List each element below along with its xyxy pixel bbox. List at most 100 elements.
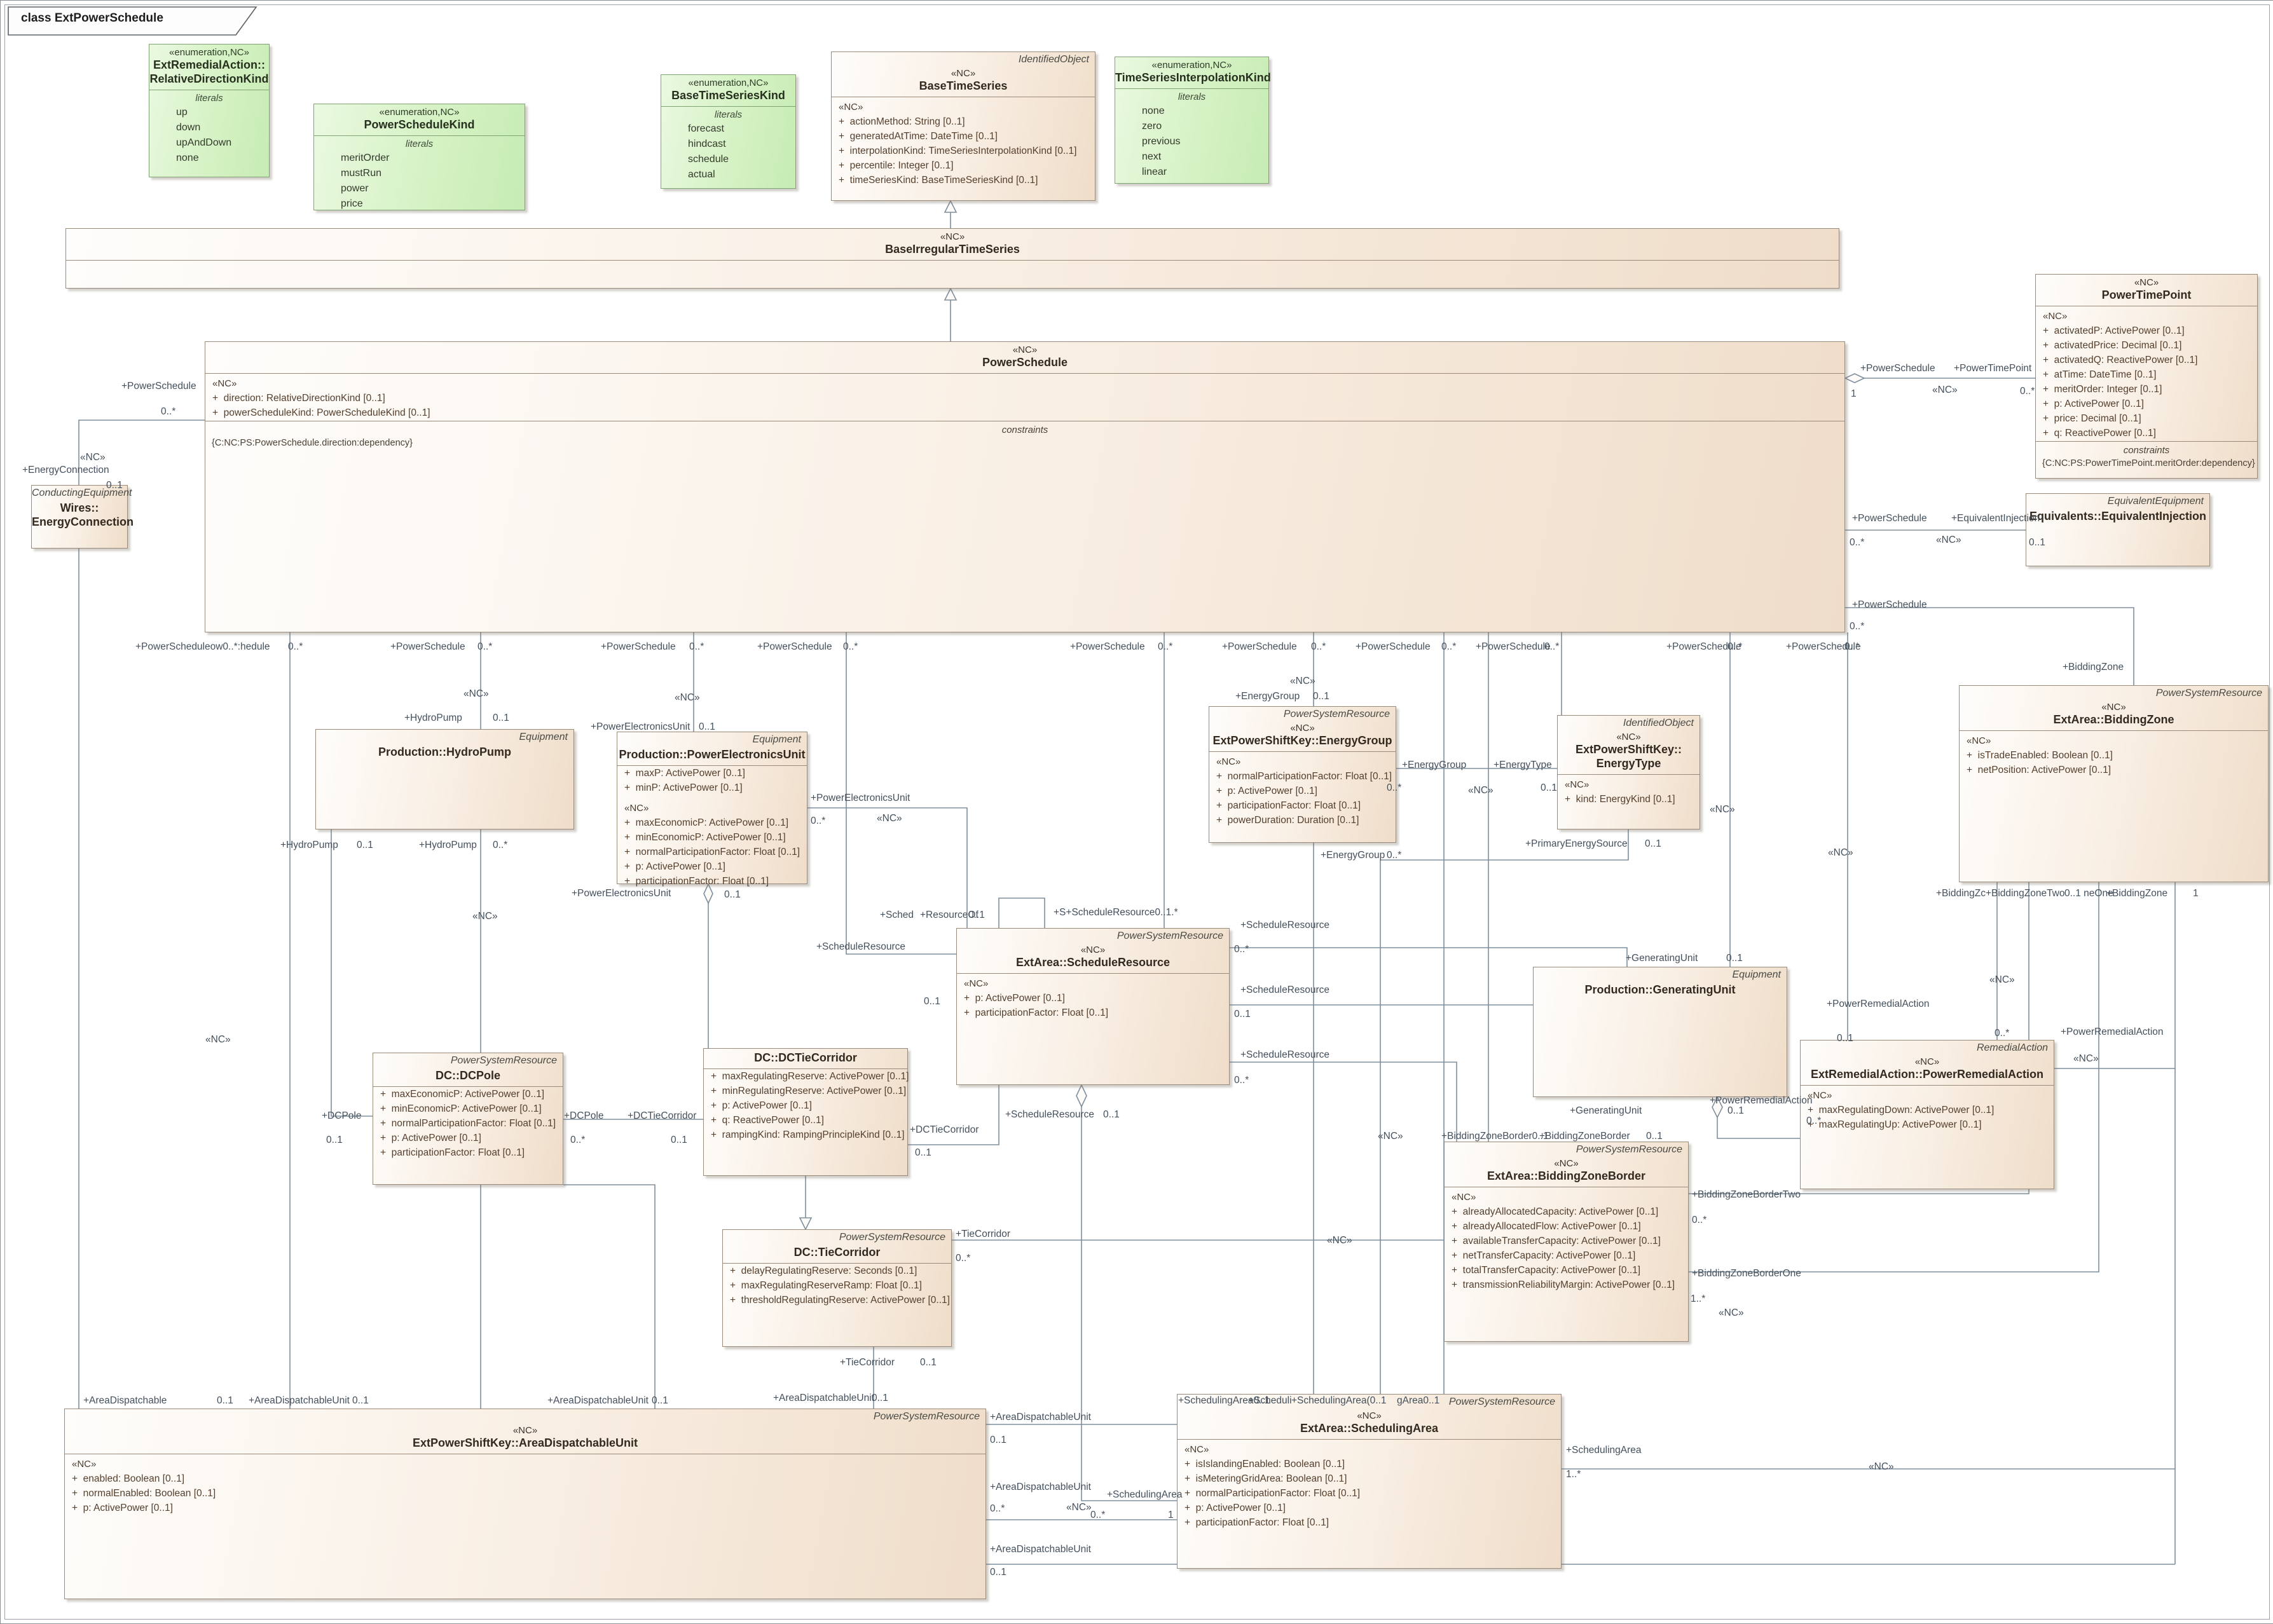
superclass-label: PowerSystemResource [1283,709,1390,720]
class-power-remedial-action[interactable]: RemedialAction«NC»ExtRemedialAction::Pow… [1800,1040,2054,1189]
attribute: + maxEconomicP: ActivePower [0..1] [380,1088,545,1100]
class-name: Equivalents::EquivalentInjection [2029,510,2207,522]
class-base-time-series[interactable]: IdentifiedObject«NC»BaseTimeSeries«NC»+ … [831,51,1095,201]
class-base-irregular-time-series[interactable]: «NC»BaseIrregularTimeSeries [65,228,1839,289]
class-schedule-resource[interactable]: PowerSystemResource«NC»ExtArea::Schedule… [956,928,1230,1085]
association-stereotype-label: «NC» [205,1034,231,1045]
attribute: + isTradeEnabled: Boolean [0..1] [1967,749,2113,761]
enum-literal: next [1142,151,1162,162]
attribute: + p: ActivePower [0..1] [624,861,725,872]
role-label: +S+ScheduleResource0..1.* [1054,907,1178,918]
stereotype-label: «NC» [1357,1410,1382,1421]
role-label: +EnergyGroup [1402,760,1467,770]
class-name: PowerTimePoint [2101,289,2192,301]
multiplicity-label: 0..* [1234,944,1249,955]
association-stereotype-label: «NC» [1989,974,2015,985]
association-line [78,420,205,485]
role-label: +HydroPump [280,840,338,850]
association-line [1081,1107,1177,1501]
attribute: + netPosition: ActivePower [0..1] [1967,764,2112,775]
class-area-dispatchable-unit[interactable]: PowerSystemResource«NC»ExtPowerShiftKey:… [64,1409,986,1599]
class-power-time-point[interactable]: «NC»PowerTimePoint«NC»+ activatedP: Acti… [2035,274,2258,479]
multiplicity-label: 0..1 [106,480,123,491]
literals-heading: literals [714,109,743,120]
role-label: +PowerSchedule [390,641,465,652]
multiplicity-label: 0..* [990,1503,1005,1514]
attribute: + normalEnabled: Boolean [0..1] [72,1487,216,1499]
class-energy-type[interactable]: IdentifiedObject«NC»ExtPowerShiftKey:: E… [1557,715,1700,829]
compartment-divider [661,106,795,107]
stereotype-label: «enumeration,NC» [379,107,460,118]
attribute: + maxRegulatingDown: ActivePower [0..1] [1808,1104,1995,1116]
association-line [563,1184,656,1409]
attribute: + q: ReactivePower [0..1] [711,1114,824,1126]
association-stereotype-label: «NC» [1936,535,1961,545]
section-stereotype: «NC» [1808,1089,1832,1101]
diagram-title-tab [8,6,258,36]
multiplicity-label: 0..* [1850,621,1865,632]
multiplicity-label: 0..* [1844,641,1860,652]
multiplicity-label: 0..* [1806,1116,1822,1126]
attribute: + activatedP: ActivePower [0..1] [2043,325,2185,336]
enum-literal: mustRun [341,167,382,179]
attribute: + p: ActivePower [0..1] [964,992,1065,1004]
role-label: +DCPole [564,1110,604,1121]
attribute: + participationFactor: Float [0..1] [964,1007,1109,1018]
attribute: + powerScheduleKind: PowerScheduleKind [… [212,407,430,418]
attribute: + activatedQ: ReactivePower [0..1] [2043,354,2198,365]
role-label: +PowerSchedule [1852,599,1927,610]
association-line [846,632,956,955]
role-label: +AreaDispatchableUnit [990,1482,1091,1492]
role-label: +SchedulingArea [1107,1489,1183,1500]
superclass-label: RemedialAction [1976,1042,2048,1053]
role-label: +PowerSchedule [1860,363,1935,374]
diagram-title: class ExtPowerSchedule [21,11,163,25]
class-power-schedule[interactable]: «NC»PowerSchedule«NC»+ direction: Relati… [205,341,1845,632]
association-stereotype-label: «NC» [1719,1307,1744,1318]
class-dc-tie-corridor[interactable]: DC::DCTieCorridor+ maxRegulatingReserve:… [703,1048,909,1176]
constraint-text: {C:NC:PS:PowerSchedule.direction:depende… [212,437,413,448]
section-stereotype: «NC» [839,101,863,113]
class-name: DC::DCPole [436,1069,500,1082]
compartment-divider [2036,440,2257,442]
multiplicity-label: 0..* [1692,1215,1707,1225]
section-stereotype: «NC» [1185,1443,1209,1455]
multiplicity-label: 0..* [1387,782,1402,793]
class-energy-group[interactable]: PowerSystemResource«NC»ExtPowerShiftKey:… [1209,706,1396,843]
class-time-series-interpolation-kind[interactable]: «enumeration,NC»TimeSeriesInterpolationK… [1115,57,1271,184]
class-relative-direction-kind[interactable]: «enumeration,NC»ExtRemedialAction:: Rela… [149,44,270,177]
multiplicity-label: 0..* [1234,1075,1249,1086]
superclass-label: ConductingEquipment [32,488,132,498]
association-stereotype-label: «NC» [1869,1461,1894,1472]
attribute: + interpolationKind: TimeSeriesInterpola… [839,145,1077,156]
superclass-label: PowerSystemResource [839,1232,945,1243]
attribute: + powerDuration: Duration [0..1] [1216,814,1359,826]
attribute: + isIslandingEnabled: Boolean [0..1] [1185,1458,1345,1470]
class-bidding-zone[interactable]: PowerSystemResource«NC»ExtArea::BiddingZ… [1959,685,2269,882]
enum-literal: zero [1142,120,1162,132]
attribute: + normalParticipationFactor: Float [0..1… [1216,770,1392,782]
role-label: +EnergyGroup [1235,691,1300,702]
role-label: +PowerSchedule [1786,641,1861,652]
multiplicity-label: 0..1 [968,910,985,920]
compartment-divider [66,259,1839,261]
multiplicity-label: 0..1 [217,1395,233,1406]
association-stereotype-label: «NC» [1932,385,1958,395]
role-label: +BiddingZoneBorder [1539,1131,1630,1142]
class-bidding-zone-border[interactable]: PowerSystemResource«NC»ExtArea::BiddingZ… [1444,1142,1689,1342]
association-stereotype-label: «NC» [464,688,489,699]
association-line [998,897,1045,928]
enum-literal: none [1142,105,1165,116]
class-scheduling-area[interactable]: PowerSystemResource«NC»ExtArea::Scheduli… [1177,1394,1562,1569]
multiplicity-label: 0..* [689,641,704,652]
